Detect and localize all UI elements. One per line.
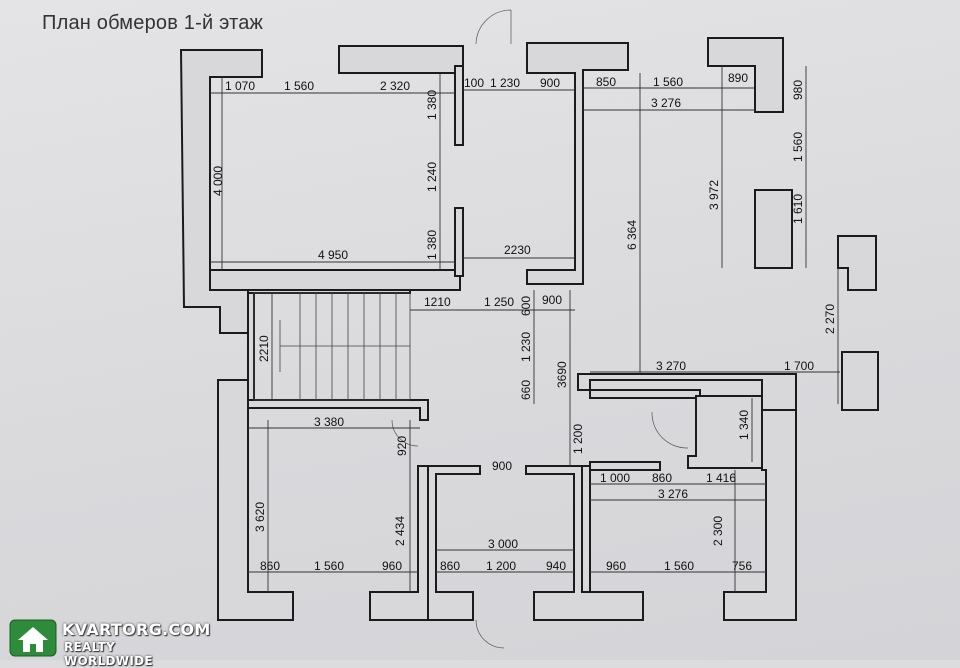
dim-label: 1 240	[425, 162, 439, 192]
dim-label: 3 380	[314, 415, 344, 429]
dim-label: 2230	[504, 243, 531, 257]
watermark: KVARTORG.COM REALTY WORLDWIDE	[8, 618, 210, 668]
dim-label: 756	[732, 559, 752, 573]
wall-bathroom-bottom	[589, 461, 661, 471]
watermark-tagline: REALTY WORLDWIDE	[64, 640, 153, 668]
wall-corridor-left-lower	[454, 207, 464, 277]
dim-label: 1 230	[490, 76, 520, 90]
dim-label: 860	[440, 559, 460, 573]
wall-right-bay-top	[837, 235, 877, 291]
door-bathroom	[651, 411, 689, 449]
house-logo-icon	[9, 619, 57, 657]
door-entrance-top	[475, 9, 512, 45]
wall-top-center	[526, 42, 629, 285]
dim-label: 850	[596, 75, 616, 89]
staircase	[253, 292, 411, 401]
wall-top-right	[707, 37, 784, 113]
dim-label: 2 300	[711, 516, 725, 546]
dim-label: 3 620	[253, 502, 267, 532]
wall-right-pier	[754, 189, 793, 269]
dim-label: 960	[606, 559, 626, 573]
watermark-name: KVARTORG.COM	[62, 620, 211, 639]
dim-label: 1 230	[519, 332, 533, 362]
wall-bottom-center-right	[581, 465, 591, 593]
wall-bottom-mid	[427, 465, 481, 621]
door-room-left	[391, 419, 419, 447]
wall-left-bottom	[217, 379, 294, 621]
dim-label: 900	[542, 293, 562, 307]
dim-label: 2 434	[393, 516, 407, 546]
dim-label: 1 560	[284, 79, 314, 93]
dim-label: 1 380	[425, 230, 439, 260]
dim-label: 1210	[424, 295, 451, 309]
dim-label: 1 560	[653, 75, 683, 89]
dim-label: 1 560	[664, 559, 694, 573]
dim-label: 6 364	[625, 220, 639, 250]
dim-label: 900	[492, 459, 512, 473]
dim-label: 1 560	[791, 132, 805, 162]
dim-label: 1 610	[791, 194, 805, 224]
dim-label: 860	[260, 559, 280, 573]
wall-mid-right-horizontal	[577, 373, 797, 411]
dim-label: 1 340	[737, 410, 751, 440]
door-entrance-bottom	[475, 619, 505, 649]
dim-label: 4 950	[318, 248, 348, 262]
wall-stair-top	[247, 289, 411, 294]
dim-label: 3 972	[707, 180, 721, 210]
dim-label: 860	[652, 471, 672, 485]
dim-label: 1 000	[600, 471, 630, 485]
doors	[391, 9, 689, 649]
dim-label: 960	[382, 559, 402, 573]
dim-label: 1 200	[486, 559, 516, 573]
wall-bathroom-top	[589, 389, 701, 399]
dim-label: 1 416	[706, 471, 736, 485]
dim-label: 3 276	[651, 96, 681, 110]
dim-label: 900	[540, 76, 560, 90]
dim-label: 660	[519, 380, 533, 400]
walls	[179, 37, 879, 621]
dim-label: 1 380	[425, 90, 439, 120]
wall-top-mid	[338, 45, 464, 74]
dim-label: 600	[519, 296, 533, 316]
wall-right-bay-bottom	[841, 351, 879, 411]
wall-bottom-right	[723, 409, 797, 621]
wall-corridor-left	[454, 65, 464, 146]
dim-label: 4 000	[211, 166, 225, 196]
plan-title: План обмеров 1-й этаж	[42, 12, 264, 34]
dim-label: 3690	[555, 361, 569, 388]
dimension-lines	[210, 66, 840, 592]
dim-label: 3 270	[656, 359, 686, 373]
dim-label: 100	[464, 76, 484, 90]
dim-label: 3 276	[658, 487, 688, 501]
dim-label: 1 070	[225, 79, 255, 93]
dim-label: 3 000	[488, 537, 518, 551]
dim-label: 890	[728, 71, 748, 85]
dim-label: 920	[395, 436, 409, 456]
wall-bathroom-right	[687, 395, 763, 469]
dim-label: 940	[546, 559, 566, 573]
dim-label: 980	[791, 80, 805, 100]
dim-label: 1 250	[484, 295, 514, 309]
dim-label: 1 700	[784, 359, 814, 373]
wall-inner-left	[209, 269, 461, 291]
dimension-labels: 1 070 1 560 2 320 100 1 230 900 850 1 56…	[211, 71, 837, 573]
dim-label: 2 320	[380, 79, 410, 93]
dim-label: 2210	[257, 335, 271, 362]
dim-label: 1 560	[314, 559, 344, 573]
dim-label: 2 270	[823, 304, 837, 334]
dim-label: 1 200	[571, 424, 585, 454]
